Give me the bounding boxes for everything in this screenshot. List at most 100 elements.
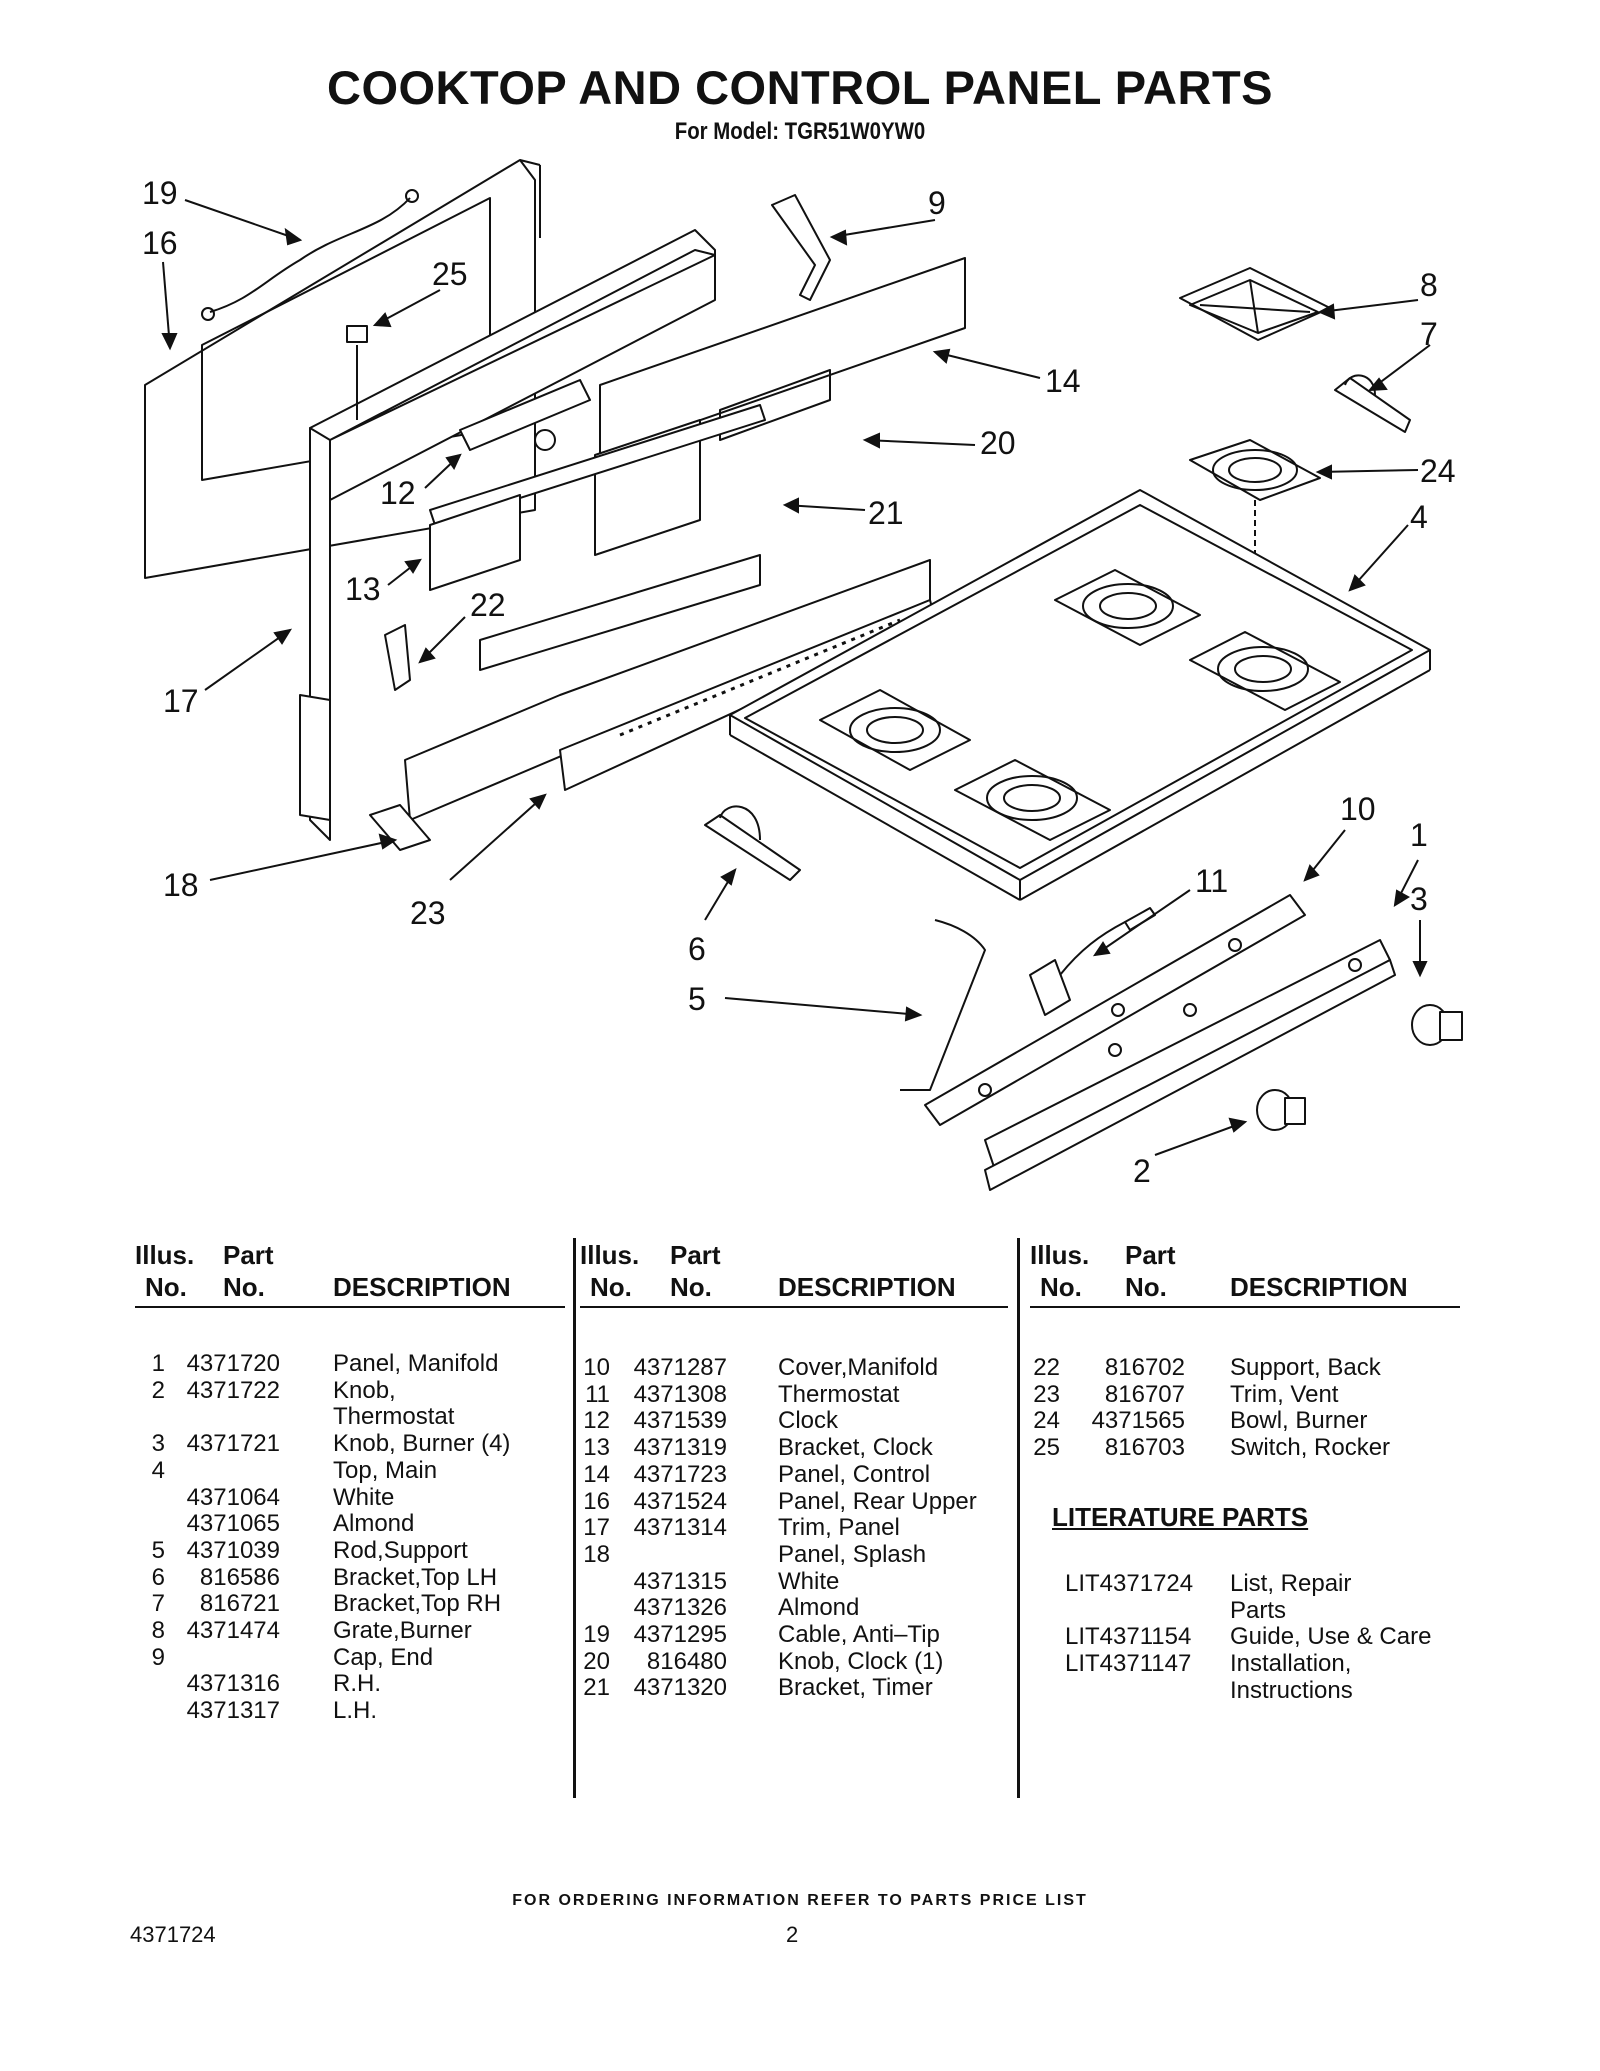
burner-grate-drawing (1179, 267, 1331, 341)
callout-7: 7 (1420, 316, 1438, 352)
header-rule (135, 1306, 565, 1308)
callout-2: 2 (1133, 1153, 1151, 1189)
burner-bowl-drawing (1189, 439, 1321, 501)
part-number: 816707 (1104, 1380, 1185, 1408)
part-description: L.H. (333, 1697, 378, 1725)
callout-8: 8 (1420, 267, 1438, 303)
clock-drawing (459, 379, 591, 451)
part-description: Cover,Manifold (778, 1354, 939, 1381)
part-number: 816702 (1104, 1354, 1185, 1381)
illus-no-header: No. (590, 1272, 632, 1302)
part-number: 816586 (199, 1563, 280, 1591)
page-number: 2 (786, 1922, 799, 1947)
illus-number: 4 (151, 1456, 165, 1484)
callout-10: 10 (1340, 791, 1376, 827)
literature-description: Parts (1230, 1596, 1287, 1624)
illus-number: 5 (151, 1536, 165, 1564)
part-number: 4371316 (186, 1670, 280, 1698)
illus-number: 7 (151, 1590, 165, 1618)
illus-header: Illus. (1030, 1240, 1090, 1270)
part-number: 4371314 (633, 1514, 727, 1542)
illus-number: 10 (583, 1354, 610, 1381)
illus-number: 17 (583, 1514, 610, 1542)
part-number: 816480 (646, 1647, 727, 1675)
back-support-drawing (384, 624, 411, 691)
callout-19: 19 (142, 175, 178, 211)
part-number: 4371295 (633, 1621, 727, 1648)
exploded-parts-diagram: 19 16 25 9 8 7 14 20 24 4 12 21 13 22 17… (142, 159, 1463, 1191)
part-description: White (778, 1567, 840, 1595)
illus-number: 9 (151, 1643, 165, 1671)
part-no-header: No. (223, 1272, 265, 1302)
timer-bracket-drawing (429, 404, 766, 526)
trim-panel-drawing (404, 559, 931, 821)
callout-20: 20 (980, 425, 1016, 461)
callout-1: 1 (1410, 817, 1428, 853)
callout-4: 4 (1410, 499, 1428, 535)
literature-part-number: LIT4371147 (1065, 1650, 1192, 1678)
illus-number: 11 (585, 1380, 610, 1408)
callout-24: 24 (1420, 453, 1456, 489)
part-description: Bracket,Top LH (333, 1563, 498, 1591)
part-description: Thermostat (333, 1403, 455, 1431)
part-number: 4371723 (633, 1460, 727, 1488)
part-number: 4371308 (633, 1380, 727, 1408)
illus-number: 25 (1033, 1434, 1060, 1462)
callout-9: 9 (928, 185, 946, 221)
literature-description: List, Repair (1230, 1570, 1352, 1597)
part-number: 4371315 (633, 1567, 727, 1595)
callout-18: 18 (163, 867, 199, 903)
part-number: 4371565 (1091, 1407, 1185, 1435)
callout-16: 16 (142, 225, 178, 261)
illus-header: Illus. (580, 1240, 640, 1270)
thermostat-drawing (1029, 907, 1156, 1016)
part-number: 4371317 (186, 1697, 280, 1725)
manifold-cover-drawing (924, 894, 1306, 1126)
illus-number: 6 (151, 1563, 165, 1591)
part-number: 4371720 (186, 1350, 280, 1377)
part-description: Knob, Burner (4) (333, 1430, 511, 1458)
column-divider-1 (573, 1238, 576, 1798)
manifold-panel-drawing (984, 939, 1396, 1191)
part-description: Almond (333, 1510, 415, 1538)
part-description: Cable, Anti–Tip (778, 1621, 940, 1648)
part-description: Switch, Rocker (1230, 1434, 1391, 1462)
illus-number: 14 (583, 1460, 610, 1488)
illus-number: 18 (583, 1540, 610, 1568)
column-divider-2 (1017, 1238, 1020, 1798)
part-description: Thermostat (778, 1380, 900, 1408)
part-description: Panel, Control (778, 1460, 931, 1488)
illus-number: 1 (151, 1350, 165, 1377)
header-rule (1030, 1306, 1460, 1308)
model-subtitle: For Model: TGR51W0YW0 (674, 118, 926, 145)
part-number: 816721 (199, 1590, 280, 1618)
part-description: Clock (778, 1407, 839, 1435)
part-description: Panel, Rear Upper (778, 1487, 977, 1515)
part-header: Part (670, 1240, 721, 1270)
part-number: 4371722 (186, 1376, 280, 1404)
illus-header: Illus. (135, 1240, 195, 1270)
illus-number: 2 (151, 1376, 165, 1404)
literature-part-number: LIT4371154 (1065, 1623, 1192, 1651)
callout-14: 14 (1045, 363, 1081, 399)
illus-number: 19 (583, 1621, 610, 1648)
document-number: 4371724 (130, 1922, 216, 1947)
part-description: Trim, Vent (1230, 1380, 1339, 1408)
main-cooktop-drawing (729, 489, 1431, 901)
part-number: 4371539 (633, 1407, 727, 1435)
part-description: Top, Main (333, 1456, 438, 1484)
part-number: 4371524 (633, 1487, 727, 1515)
part-number: 4371064 (186, 1483, 280, 1511)
part-number: 4371320 (633, 1674, 727, 1702)
part-header: Part (223, 1240, 274, 1270)
description-header: DESCRIPTION (1230, 1272, 1408, 1302)
part-description: Knob, Clock (1) (778, 1647, 944, 1675)
part-description: Bracket,Top RH (333, 1590, 502, 1618)
part-number: 4371039 (186, 1536, 280, 1564)
description-header: DESCRIPTION (778, 1272, 956, 1302)
part-description: White (333, 1483, 395, 1511)
part-description: Knob, (333, 1376, 396, 1404)
part-no-header: No. (1125, 1272, 1167, 1302)
callout-3: 3 (1410, 881, 1428, 917)
literature-description: Instructions (1230, 1676, 1353, 1704)
